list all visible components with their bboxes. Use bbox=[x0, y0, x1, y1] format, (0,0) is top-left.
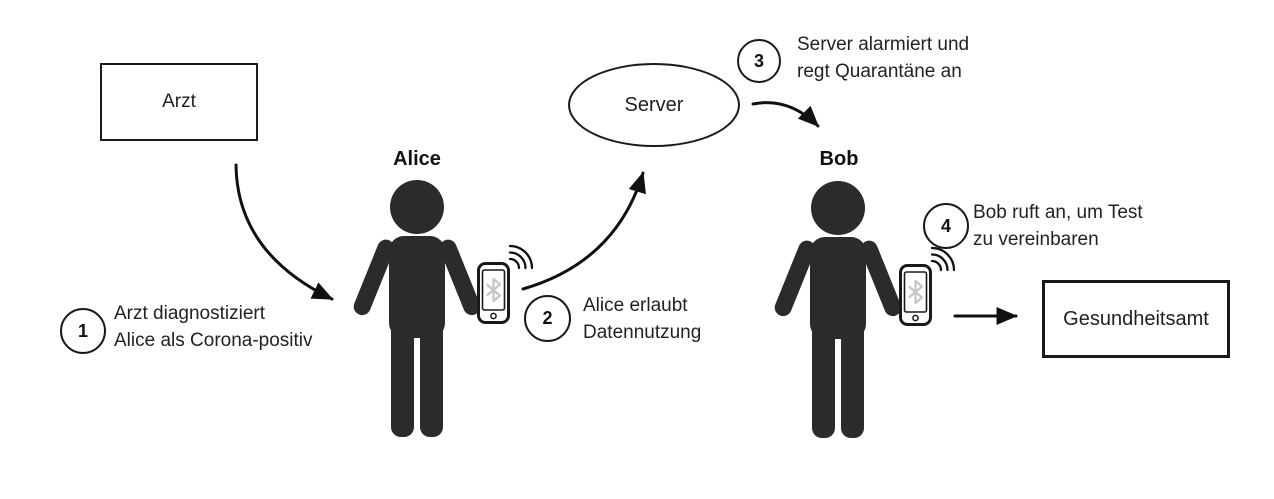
step-3-number-badge: 3 bbox=[737, 39, 781, 83]
bob-name-label: Bob bbox=[819, 148, 859, 170]
arzt-node-label: Arzt bbox=[162, 91, 196, 112]
server-node-label: Server bbox=[624, 93, 684, 116]
step-2-number-badge: 2 bbox=[524, 295, 571, 342]
alice-person-icon bbox=[351, 180, 483, 437]
bob-person-icon bbox=[772, 181, 904, 438]
step-1-number: 1 bbox=[77, 320, 88, 341]
step-1-number-badge: 1 bbox=[60, 308, 106, 354]
arrow-alice-phone-to-server bbox=[521, 171, 646, 291]
server-node: Server bbox=[568, 63, 740, 147]
step-4-number: 4 bbox=[940, 215, 951, 236]
step-3-caption: Server alarmiert und regt Quarantäne an bbox=[797, 34, 970, 82]
step-3-number: 3 bbox=[753, 50, 764, 71]
step-1-caption: Arzt diagnostiziert Alice als Corona-pos… bbox=[114, 303, 313, 351]
step-2-caption: Alice erlaubt Datennutzung bbox=[583, 295, 702, 343]
arrow-arzt-to-alice bbox=[234, 163, 334, 301]
gesundheitsamt-node: Gesundheitsamt bbox=[1042, 280, 1230, 358]
step-2-number: 2 bbox=[542, 308, 553, 328]
alice-name-label: Alice bbox=[393, 148, 441, 170]
arrow-server-to-bob bbox=[751, 101, 820, 128]
arzt-node: Arzt bbox=[100, 63, 258, 141]
gesundheitsamt-node-label: Gesundheitsamt bbox=[1063, 307, 1209, 330]
bob-smartphone-bluetooth-icon bbox=[899, 246, 956, 326]
step-4-number-badge: 4 bbox=[923, 203, 969, 249]
step-4-caption: Bob ruft an, um Test zu vereinbaren bbox=[973, 202, 1143, 250]
